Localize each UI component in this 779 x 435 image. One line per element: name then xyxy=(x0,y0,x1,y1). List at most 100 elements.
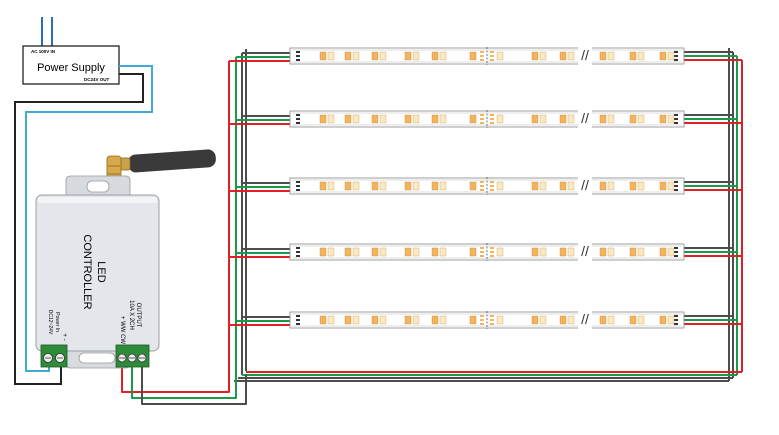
led-chip-cool xyxy=(439,181,447,191)
cut-pad xyxy=(490,114,494,116)
led-chip-warm xyxy=(371,181,379,191)
led-chip-warm xyxy=(531,247,539,257)
power-in-terminal xyxy=(40,344,68,368)
led-chip-warm xyxy=(559,315,567,325)
led-chip-cool xyxy=(567,247,575,257)
led-chip-cool xyxy=(567,181,575,191)
led-chip-warm xyxy=(599,51,607,61)
led-chip-cool xyxy=(607,181,615,191)
led-strip: // xyxy=(289,242,685,262)
led-chip-cool xyxy=(667,181,675,191)
break-symbol: // xyxy=(581,177,589,193)
led-chip-cool xyxy=(327,114,335,124)
solder-pad xyxy=(674,189,678,191)
led-chip-cool xyxy=(412,51,420,61)
led-chip-warm xyxy=(659,247,667,257)
break-gap xyxy=(578,310,592,330)
led-chip-cool xyxy=(352,114,360,124)
led-chip-warm xyxy=(404,114,412,124)
cut-pad xyxy=(480,315,484,317)
led-chip-cool xyxy=(667,51,675,61)
controller-title-line2: CONTROLLER xyxy=(81,234,93,309)
led-chip-cool xyxy=(539,51,547,61)
solder-pad xyxy=(674,315,678,317)
led-chip-warm xyxy=(431,114,439,124)
led-chip-cool xyxy=(412,247,420,257)
solder-pad xyxy=(296,315,300,317)
cut-pad xyxy=(490,251,494,253)
solder-pad xyxy=(296,247,300,249)
led-chip-cool xyxy=(412,114,420,124)
solder-pad xyxy=(296,114,300,116)
led-chip-cool xyxy=(439,114,447,124)
power-supply-ac-label: AC 100V IN xyxy=(31,49,55,54)
led-chip-warm xyxy=(469,247,477,257)
led-chip-cool xyxy=(352,315,360,325)
cut-pad xyxy=(490,118,494,120)
led-chip-warm xyxy=(659,51,667,61)
led-chip-cool xyxy=(607,114,615,124)
break-gap xyxy=(578,46,592,66)
led-chip-warm xyxy=(404,247,412,257)
led-chip-warm xyxy=(371,247,379,257)
led-chip-warm xyxy=(559,181,567,191)
led-chip-warm xyxy=(344,114,352,124)
controller-power-in-line1: Power In xyxy=(54,312,60,332)
cut-pad xyxy=(490,185,494,187)
led-chip-cool xyxy=(539,247,547,257)
solder-pad xyxy=(674,247,678,249)
cut-pad xyxy=(480,251,484,253)
cut-pad xyxy=(480,255,484,257)
led-chip-warm xyxy=(371,315,379,325)
led-chip-warm xyxy=(559,247,567,257)
controller-title-line1: LED xyxy=(95,261,107,282)
led-chip-warm xyxy=(531,181,539,191)
cut-pad xyxy=(490,323,494,325)
led-chip-cool xyxy=(496,114,504,124)
controller-output-channels: + WW CW xyxy=(119,316,125,344)
solder-pad xyxy=(674,323,678,325)
led-chip-cool xyxy=(327,247,335,257)
cut-pad xyxy=(490,59,494,61)
dc-supply-wires xyxy=(14,65,153,385)
led-chip-cool xyxy=(539,114,547,124)
led-chip-warm xyxy=(404,315,412,325)
solder-pad xyxy=(296,122,300,124)
cut-pad xyxy=(480,51,484,53)
solder-pad xyxy=(296,319,300,321)
led-chip-cool xyxy=(607,315,615,325)
led-chip-cool xyxy=(379,315,387,325)
solder-pad xyxy=(296,323,300,325)
led-chip-warm xyxy=(319,315,327,325)
led-chip-warm xyxy=(531,51,539,61)
cut-pad xyxy=(480,181,484,183)
led-chip-warm xyxy=(629,315,637,325)
led-chip-cool xyxy=(379,114,387,124)
led-chip-cool xyxy=(412,315,420,325)
solder-pad xyxy=(674,51,678,53)
led-chip-warm xyxy=(344,247,352,257)
led-chip-warm xyxy=(629,181,637,191)
cut-pad xyxy=(490,189,494,191)
led-chip-warm xyxy=(404,51,412,61)
led-chip-cool xyxy=(496,51,504,61)
output-wire-ww xyxy=(131,358,237,399)
led-chip-warm xyxy=(469,114,477,124)
cut-pad xyxy=(480,118,484,120)
led-chip-warm xyxy=(371,114,379,124)
led-chip-cool xyxy=(667,247,675,257)
led-chip-cool xyxy=(412,181,420,191)
cut-pad xyxy=(480,55,484,57)
led-chip-warm xyxy=(371,51,379,61)
solder-pad xyxy=(296,255,300,257)
led-chip-cool xyxy=(496,247,504,257)
led-chip-cool xyxy=(637,315,645,325)
solder-pad xyxy=(674,122,678,124)
led-chip-cool xyxy=(379,247,387,257)
cut-pad xyxy=(480,189,484,191)
led-chip-warm xyxy=(469,51,477,61)
led-chip-warm xyxy=(599,315,607,325)
led-controller: LED CONTROLLER OUTPUT 10A X 2CH + WW CW … xyxy=(35,175,160,369)
solder-pad xyxy=(296,181,300,183)
led-chip-warm xyxy=(559,114,567,124)
